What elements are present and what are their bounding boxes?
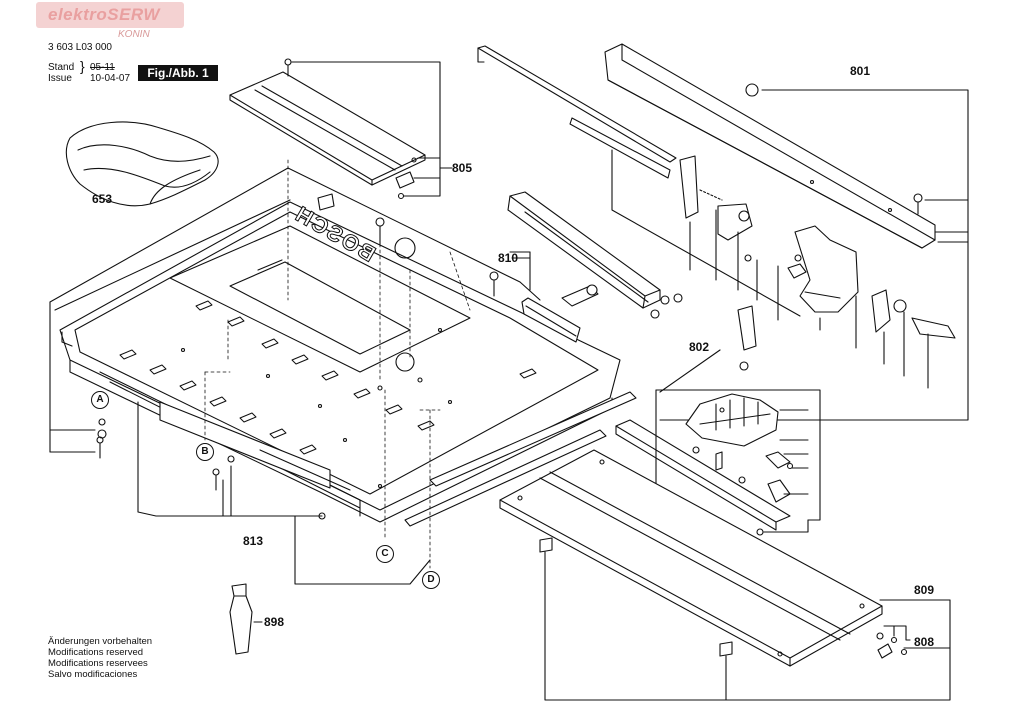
- fence-rail-801: [477, 43, 956, 339]
- note-fr: Modifications reservees: [48, 658, 148, 669]
- watermark-sub: KONIN: [118, 29, 150, 40]
- figure-label: Fig./Abb. 1: [138, 65, 218, 81]
- label-801: 801: [850, 64, 871, 78]
- brace-glyph: }: [80, 58, 85, 74]
- miter-gauge-802: [615, 305, 794, 536]
- guard-plate-805: [229, 58, 426, 200]
- label-809: 809: [914, 583, 935, 597]
- label-653: 653: [92, 192, 113, 206]
- callout-b: B: [196, 443, 214, 461]
- rip-fence-810: [507, 191, 683, 343]
- modification-notes: Änderungen vorbehalten Modifications res…: [48, 636, 152, 680]
- date-old: 05-11: [90, 62, 115, 73]
- label-813: 813: [243, 534, 264, 548]
- cover-bag-653: [65, 121, 219, 207]
- extension-table-809: [499, 449, 908, 667]
- wedge-898: [229, 583, 253, 655]
- stand-label: Stand: [48, 62, 75, 73]
- label-810: 810: [498, 251, 519, 265]
- label-802: 802: [689, 340, 710, 354]
- doc-number: 3 603 L03 000: [48, 42, 112, 53]
- table-top: [54, 193, 621, 523]
- label-805: 805: [452, 161, 473, 175]
- label-898: 898: [264, 615, 285, 629]
- callout-c: C: [376, 545, 394, 563]
- note-de: Änderungen vorbehalten: [48, 636, 153, 647]
- issue-label: Issue: [48, 73, 72, 84]
- label-808: 808: [914, 635, 935, 649]
- callout-d: D: [422, 571, 440, 589]
- date-new: 10-04-07: [90, 73, 131, 84]
- callout-a: A: [91, 391, 109, 409]
- note-en: Modifications reserved: [48, 647, 144, 658]
- watermark-logo: [36, 2, 184, 28]
- note-es: Salvo modificaciones: [48, 669, 138, 680]
- watermark-name: elektroSERW: [48, 5, 160, 24]
- table-screws: [96, 217, 499, 520]
